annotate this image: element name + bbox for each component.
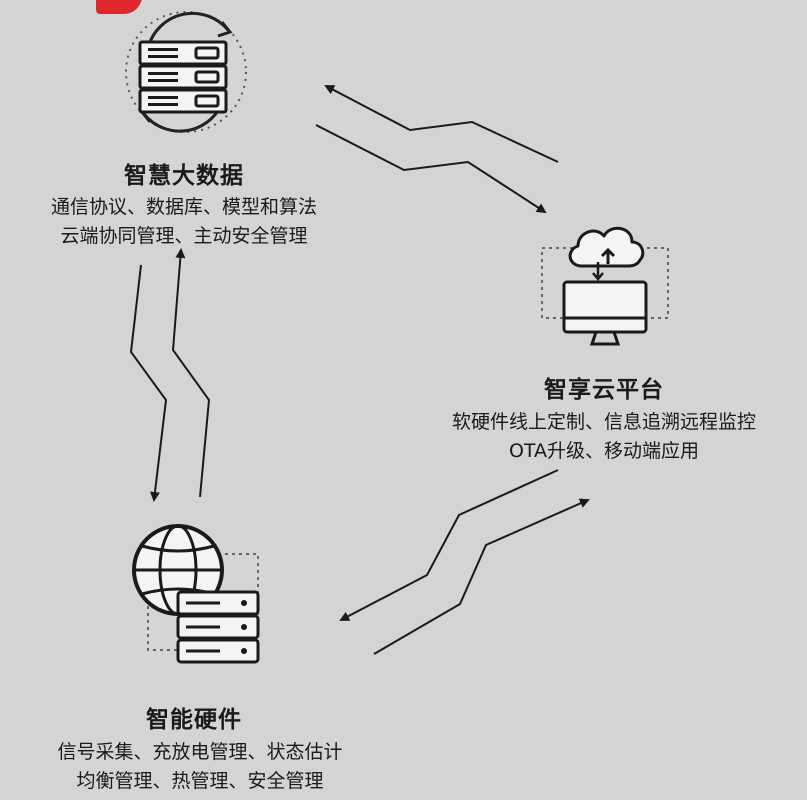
hardware-desc-line-1: 信号采集、充放电管理、状态估计	[57, 741, 343, 763]
arrow-bigdata-to-hardware	[129, 264, 168, 502]
cloud-platform-description: 软硬件线上定制、信息追溯远程监控 OTA升级、移动端应用	[394, 408, 807, 466]
big-data-title: 智慧大数据	[124, 163, 244, 189]
big-data-desc-line-2: 云端协同管理、主动安全管理	[60, 225, 308, 247]
big-data-description: 通信协议、数据库、模型和算法 云端协同管理、主动安全管理	[14, 193, 354, 251]
cloud-platform-desc-line-2: OTA升级、移动端应用	[508, 440, 700, 462]
cloud-monitor-icon	[541, 226, 669, 346]
brand-logo-fragment	[96, 0, 142, 14]
hardware-desc-line-2: 均衡管理、热管理、安全管理	[76, 770, 324, 792]
arrow-hardware-to-bigdata	[171, 248, 211, 498]
big-data-desc-line-1: 通信协议、数据库、模型和算法	[50, 196, 317, 218]
arrow-hardware-to-cloud	[373, 498, 590, 655]
hardware-title: 智能硬件	[146, 707, 242, 733]
cloud-platform-title: 智享云平台	[544, 377, 664, 403]
hardware-description: 信号采集、充放电管理、状态估计 均衡管理、热管理、安全管理	[30, 738, 370, 796]
globe-server-icon	[132, 524, 260, 664]
arrow-cloud-to-bigdata	[324, 85, 559, 163]
cloud-platform-desc-line-1: 软硬件线上定制、信息追溯远程监控	[451, 411, 756, 433]
arrow-cloud-to-hardware	[339, 469, 559, 621]
server-rack-sync-icon	[125, 11, 247, 133]
